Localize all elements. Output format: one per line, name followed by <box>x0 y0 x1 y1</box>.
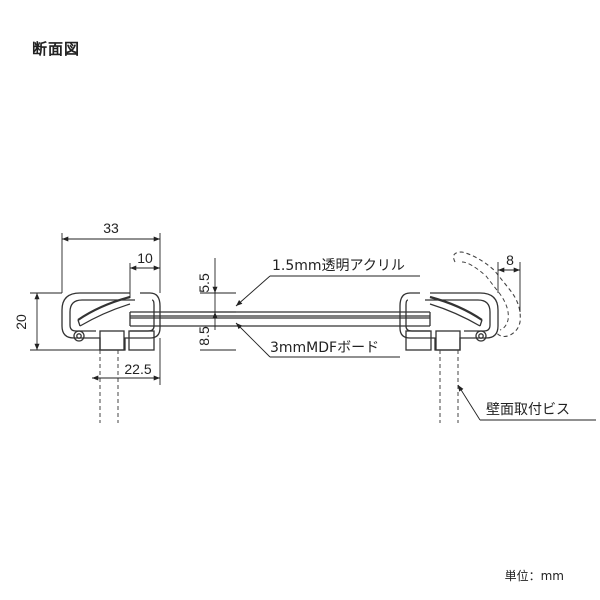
callout-screw-label: 壁面取付ビス <box>486 402 570 418</box>
dim-layer-top-label: 5.5 <box>196 273 212 293</box>
dim-layer-bottom-label: 8.5 <box>196 326 212 346</box>
wall-screw-left <box>99 350 119 423</box>
dim-layers <box>200 258 236 351</box>
dim-wall-gap-label: 8 <box>506 252 514 268</box>
dim-overall-width <box>61 233 161 293</box>
wall-screw-right <box>439 350 459 423</box>
callout-mdf-leader <box>235 322 400 358</box>
callout-acrylic-label: 1.5mm透明アクリル <box>272 258 405 274</box>
callout-acrylic-leader <box>235 275 420 307</box>
dim-height <box>30 292 100 351</box>
dim-height-label: 20 <box>13 314 29 330</box>
dim-mount-offset <box>92 338 161 385</box>
open-cover-outline <box>453 251 521 338</box>
dim-profile-top-label: 10 <box>137 250 153 266</box>
dim-profile-top <box>129 263 160 298</box>
callout-screw-leader <box>457 384 596 421</box>
dim-mount-offset-label: 22.5 <box>124 361 151 377</box>
mdf-board <box>129 312 431 327</box>
right-frame-profile <box>399 292 499 351</box>
callout-mdf-label: 3mmMDFボード <box>270 340 379 356</box>
left-frame-profile <box>61 292 161 351</box>
dim-wall-gap <box>497 262 521 312</box>
unit-note: 単位：mm <box>504 569 564 583</box>
page-title: 断面図 <box>32 40 81 58</box>
dim-overall-width-label: 33 <box>103 220 119 236</box>
acrylic-panel <box>130 311 430 317</box>
open-cover-inner <box>461 261 509 331</box>
